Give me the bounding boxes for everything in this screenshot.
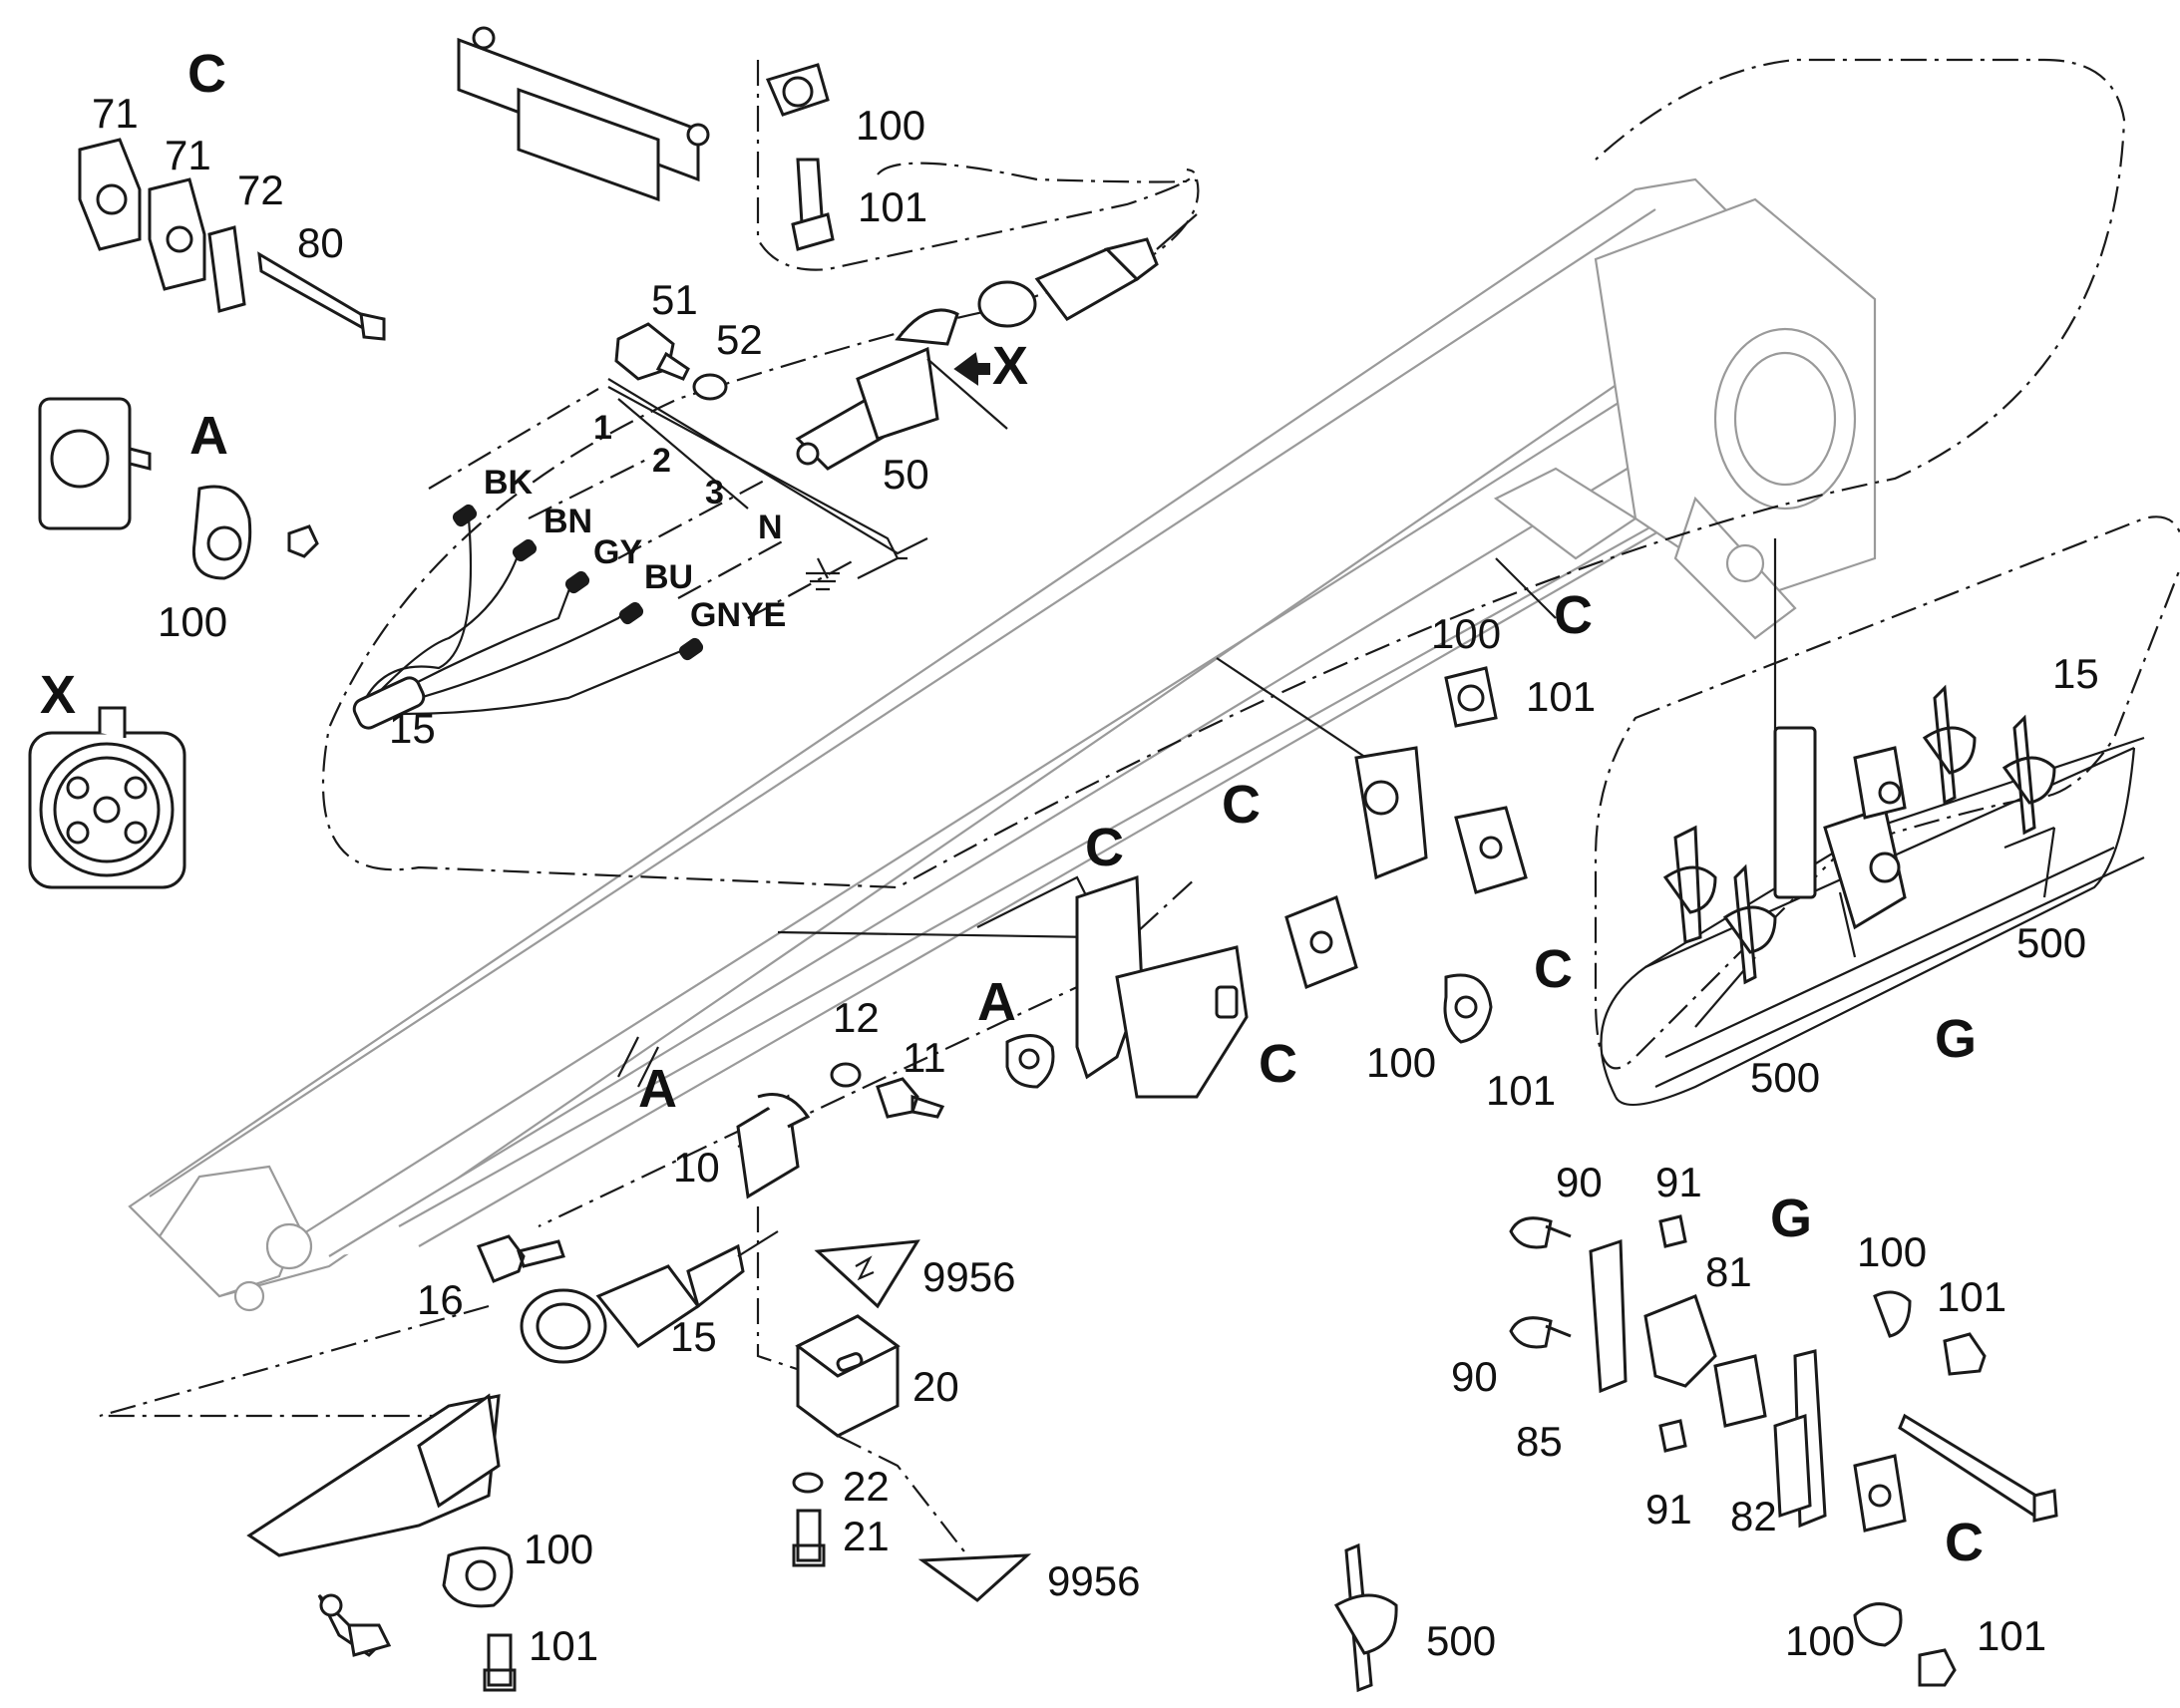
view-label-a-top: A — [189, 406, 228, 466]
bracket-10 — [736, 1093, 811, 1199]
callout-101-c-detail: 101 — [1977, 1612, 2046, 1659]
view-label-c-low: C — [1259, 1034, 1297, 1094]
view-label-c-right2: C — [1534, 939, 1573, 999]
callout-21: 21 — [843, 1513, 890, 1559]
view-label-g-right: G — [1935, 1009, 1977, 1069]
wire-pin-1: 1 — [593, 409, 612, 447]
callout-71: 72 — [237, 167, 284, 213]
callout-100-c-detail: 100 — [1785, 1617, 1855, 1664]
callout-101-g: 101 — [1937, 1273, 2006, 1320]
socket-x-view — [28, 706, 186, 889]
callout-50: 50 — [883, 451, 929, 498]
crane-boom — [128, 177, 1877, 1312]
view-label-c-detail: C — [1945, 1513, 1984, 1572]
view-label-a-mid: A — [977, 972, 1016, 1032]
bolt-16 — [476, 1234, 565, 1283]
callout-90-a: 90 — [1556, 1159, 1603, 1205]
bolt-51 — [614, 322, 690, 381]
callout-70-a: 71 — [92, 90, 139, 137]
wire-pin-n: N — [758, 509, 783, 546]
callout-51: 51 — [651, 276, 698, 323]
clip-100-mid — [1443, 666, 1498, 1044]
g-detail — [1509, 1214, 2058, 1687]
callout-52: 52 — [716, 316, 763, 363]
clip-500-standalone — [1333, 1542, 1398, 1693]
cable-harness — [352, 386, 908, 730]
clip-a-hole — [1018, 1048, 1040, 1070]
top-detail-outline — [756, 60, 1196, 271]
callout-80: 81 — [1705, 1248, 1752, 1295]
clamp-a-detail — [38, 397, 319, 580]
wire-color-bn: BN — [544, 503, 592, 540]
callout-100-a: 100 — [158, 598, 227, 645]
connector-50 — [795, 308, 1008, 471]
callout-15-bottom: 15 — [670, 1313, 717, 1360]
callout-20: 20 — [912, 1363, 959, 1410]
wire-color-gy: GY — [593, 533, 642, 571]
clamp-100-bottom-left — [442, 1546, 517, 1692]
callout-15-right: 15 — [2052, 650, 2099, 697]
warning-sign-9956-b — [917, 1553, 1032, 1602]
callout-12: 12 — [833, 994, 880, 1041]
guard-plate — [246, 1393, 501, 1657]
callout-16: 16 — [417, 1276, 464, 1323]
callout-500-right: 500 — [2016, 919, 2086, 966]
wire-pin-3: 3 — [705, 474, 724, 512]
view-label-a-boom: A — [638, 1059, 677, 1119]
clamp-c-mid — [1284, 746, 1528, 990]
callout-500-left: 500 — [1750, 1054, 1820, 1101]
callout-91-a: 91 — [1655, 1159, 1702, 1205]
view-arrow-label-x: X — [992, 336, 1028, 396]
callout-100-mid2: 100 — [1366, 1039, 1436, 1086]
clip-bracket-outline — [1594, 515, 2180, 1070]
callout-90-b: 90 — [1451, 1353, 1498, 1400]
washer-52 — [692, 373, 728, 401]
callout-22: 22 — [843, 1463, 890, 1510]
view-label-x: X — [40, 665, 76, 725]
view-label-c-top: C — [187, 44, 226, 104]
washer-12 — [830, 1062, 862, 1088]
cover-20 — [795, 1314, 901, 1438]
harness-group-outline — [321, 58, 2126, 889]
clip-assembly-g — [1600, 684, 2145, 1107]
callout-9956-bottom: 9956 — [1047, 1557, 1140, 1604]
top-bracket — [457, 26, 835, 251]
view-label-c-mid: C — [1085, 818, 1124, 877]
callout-72: 80 — [297, 219, 344, 266]
plug-assembly — [977, 213, 1198, 328]
callout-70-b: 71 — [165, 132, 211, 178]
callout-500-bottom: 500 — [1426, 1617, 1496, 1664]
bolt-21 — [792, 1509, 826, 1567]
washer-22 — [792, 1472, 824, 1494]
socket-15-bottom — [520, 1230, 779, 1364]
callout-9956-top: 9956 — [922, 1253, 1015, 1300]
view-label-g-detail: G — [1770, 1189, 1812, 1248]
wire-pin-2: 2 — [652, 442, 671, 480]
view-arrow-x — [953, 352, 990, 386]
clamp-c-detail — [78, 138, 386, 341]
callout-15-harness: 15 — [389, 705, 436, 752]
callout-101-bottom-left: 101 — [529, 1622, 598, 1669]
callout-101-mid: 101 — [1526, 673, 1596, 720]
callout-101-top: 101 — [858, 183, 927, 230]
wire-color-gnye: GNYE — [690, 596, 786, 634]
wire-color-bu: BU — [644, 558, 693, 596]
callout-11: 11 — [903, 1034, 946, 1081]
callout-101-mid2: 101 — [1486, 1067, 1556, 1114]
callout-100-g: 100 — [1857, 1228, 1927, 1275]
callout-100-mid: 100 — [1431, 610, 1501, 657]
callout-91-b: 91 — [1645, 1486, 1692, 1533]
callout-81: 82 — [1730, 1493, 1777, 1539]
callout-100-top: 100 — [856, 102, 925, 149]
callout-10: 10 — [673, 1144, 720, 1191]
wire-color-bk: BK — [484, 464, 534, 502]
bolt-11 — [876, 1077, 945, 1119]
view-label-c-right: C — [1554, 585, 1593, 645]
view-label-c-clamp: C — [1222, 775, 1261, 835]
bracket-mid — [1075, 874, 1249, 1099]
callout-82: 85 — [1516, 1418, 1563, 1465]
callout-100-bottom-left: 100 — [524, 1526, 593, 1572]
